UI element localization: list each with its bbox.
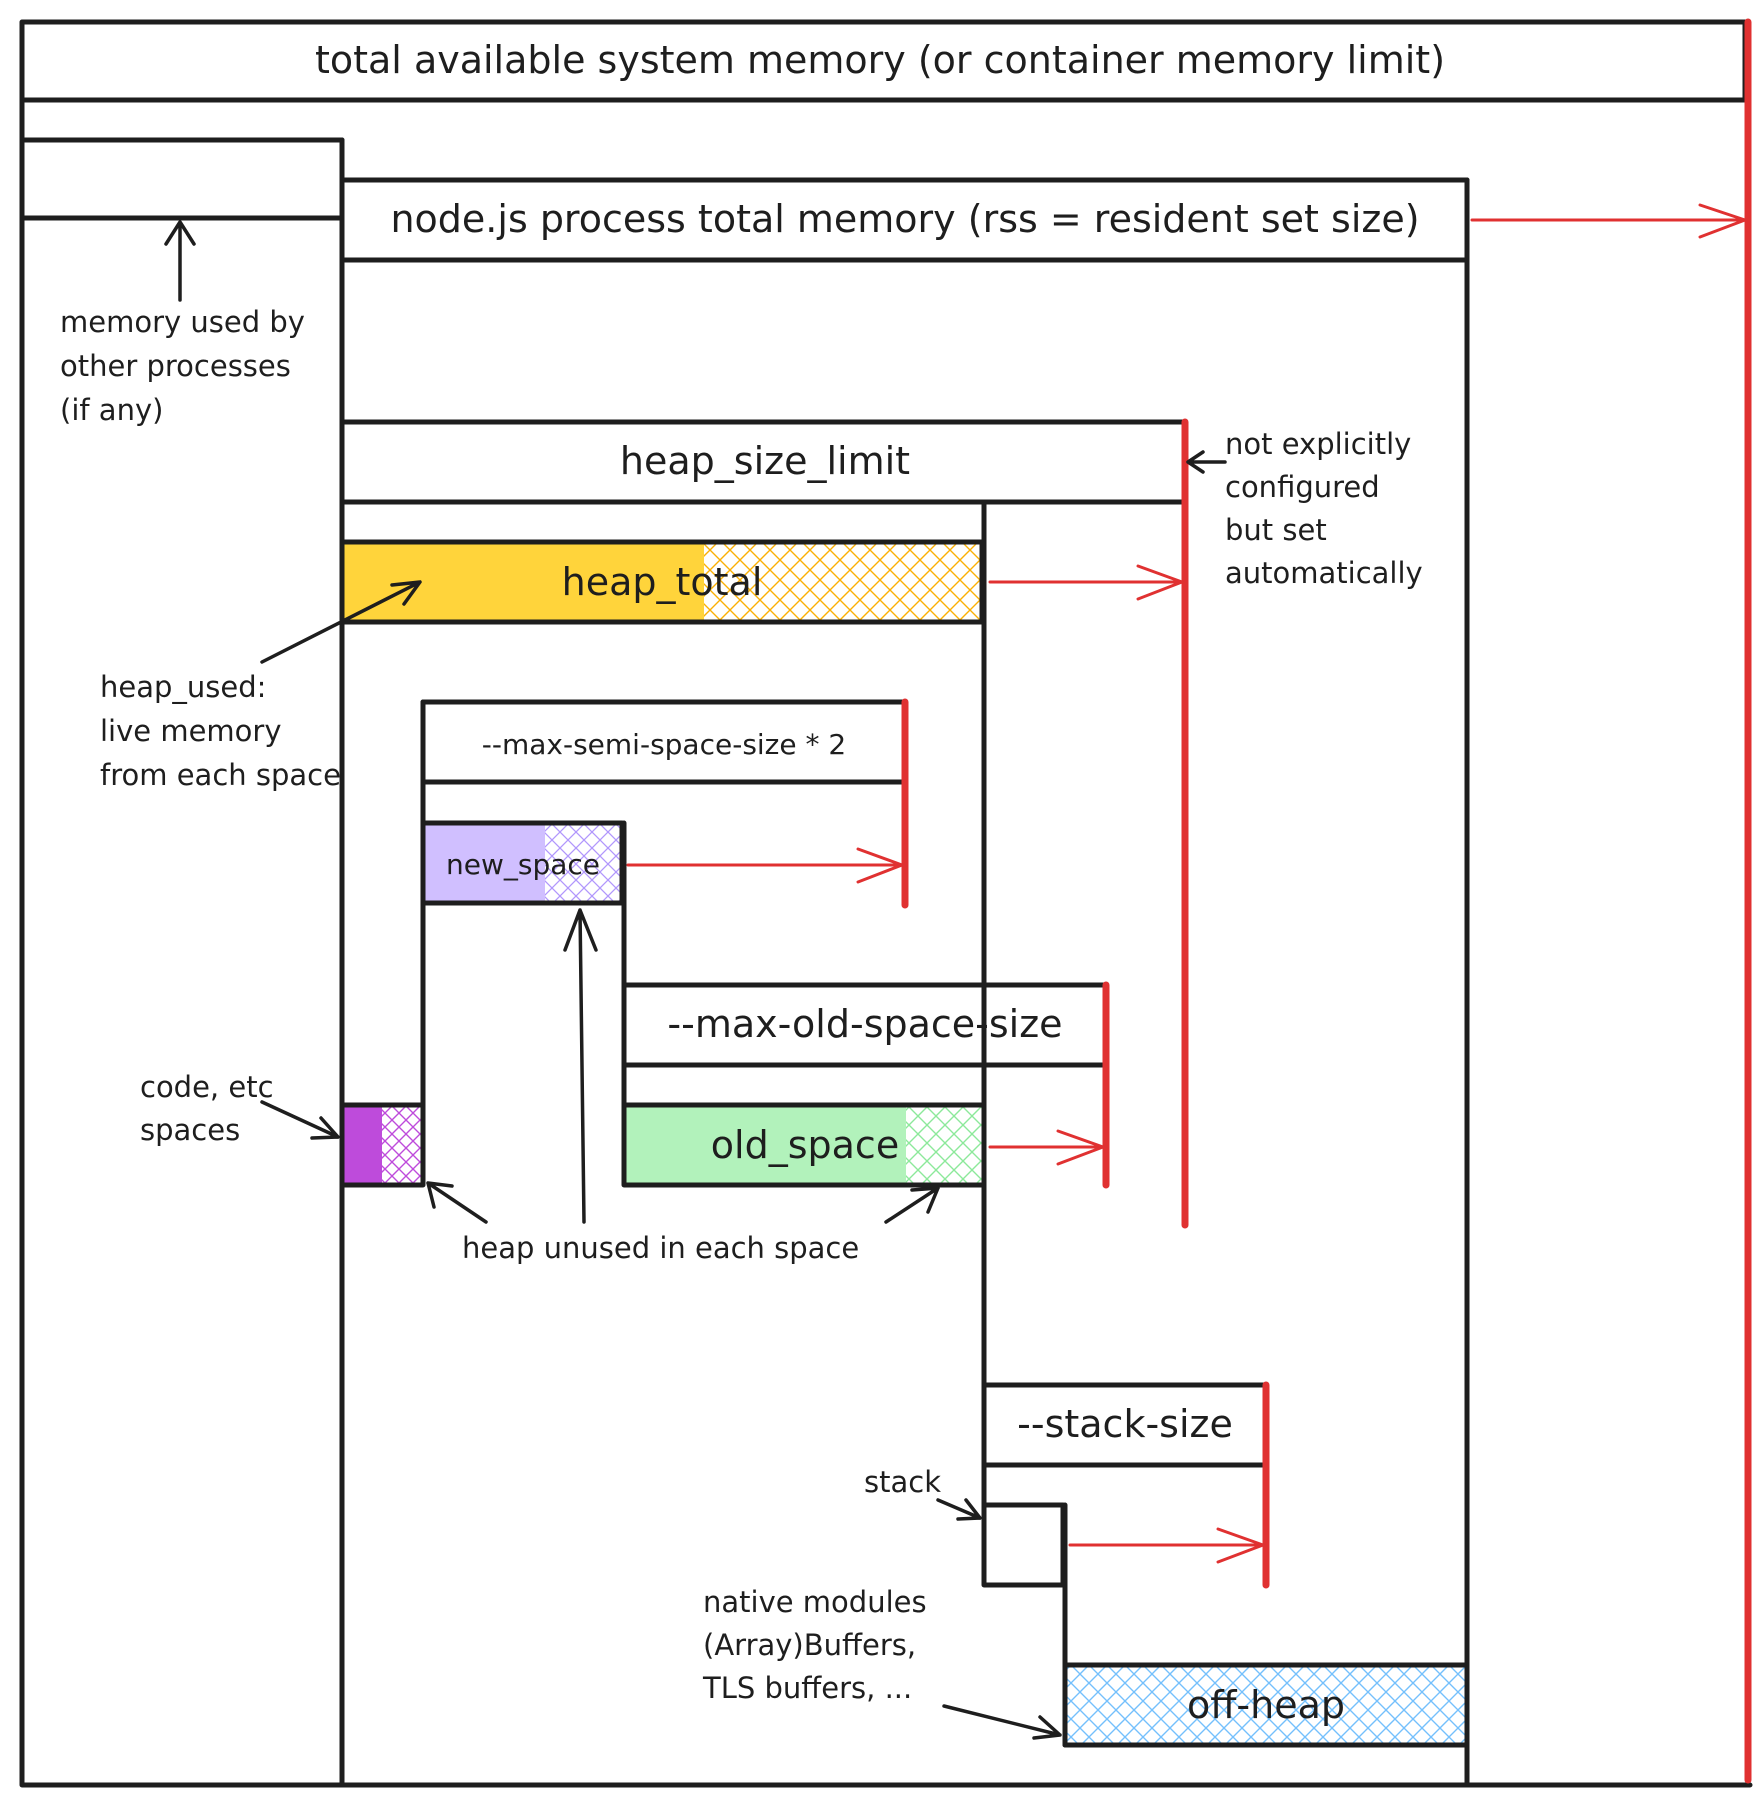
stack-box bbox=[981, 1502, 1066, 1588]
old-space-label: old_space bbox=[711, 1123, 899, 1167]
rss-to-limit-arrow bbox=[1470, 203, 1747, 239]
heap-unused-arrow-code bbox=[426, 1181, 488, 1224]
heap-limit-note: not explicitly configured but set automa… bbox=[1225, 427, 1423, 590]
old-space-unused-hatch bbox=[906, 1105, 984, 1185]
stack-arrow bbox=[936, 1498, 982, 1521]
other-processes-arrow bbox=[164, 220, 196, 302]
off-heap-hatch bbox=[1065, 1665, 1467, 1745]
heap-size-limit-label: heap_size_limit bbox=[620, 439, 910, 483]
heap-used-arrow bbox=[260, 580, 422, 664]
new-space-label: new_space bbox=[446, 848, 600, 881]
code-space-unused-hatch bbox=[382, 1105, 423, 1185]
heap-unused-hatch bbox=[704, 542, 982, 622]
new-space-used-fill bbox=[423, 823, 545, 903]
heap-total-to-limit-arrow bbox=[988, 564, 1184, 601]
new-space-to-limit-arrow bbox=[626, 847, 904, 884]
other-processes-note: memory used by other processes (if any) bbox=[60, 305, 314, 427]
old-space-to-limit-arrow bbox=[988, 1129, 1105, 1166]
code-spaces-arrow bbox=[260, 1100, 340, 1140]
native-modules-note: native modules (Array)Buffers, TLS buffe… bbox=[702, 1585, 936, 1705]
heap-unused-arrow-new bbox=[563, 908, 598, 1224]
code-space-used-fill bbox=[342, 1105, 382, 1185]
max-semi-space-label: --max-semi-space-size * 2 bbox=[482, 728, 846, 761]
stack-to-limit-arrow bbox=[1068, 1527, 1265, 1564]
max-old-space-label: --max-old-space-size bbox=[667, 1002, 1062, 1046]
heap-unused-arrow-old bbox=[884, 1186, 940, 1224]
off-heap-label: off-heap bbox=[1187, 1683, 1345, 1727]
off-heap-box bbox=[1062, 1662, 1470, 1748]
new-space-unused-hatch bbox=[545, 823, 622, 903]
native-modules-arrow bbox=[942, 1704, 1062, 1740]
code-space-box bbox=[339, 1102, 426, 1188]
stack-note: stack bbox=[864, 1465, 941, 1499]
heap-used-note: heap_used: live memory from each space bbox=[100, 670, 341, 792]
rss-label: node.js process total memory (rss = resi… bbox=[390, 197, 1419, 241]
code-spaces-note: code, etc spaces bbox=[140, 1070, 283, 1147]
old-space-used-fill bbox=[624, 1105, 906, 1185]
old-space-box bbox=[621, 1102, 987, 1188]
heap-total-label: heap_total bbox=[562, 560, 763, 604]
total-memory-label: total available system memory (or contai… bbox=[315, 38, 1445, 82]
other-processes-box bbox=[19, 137, 345, 221]
stack-size-label: --stack-size bbox=[1017, 1402, 1233, 1446]
heap-unused-note: heap unused in each space bbox=[462, 1231, 859, 1265]
outer-frame bbox=[19, 97, 1753, 1788]
heap-used-fill bbox=[342, 542, 704, 622]
heap-limit-note-arrow bbox=[1186, 450, 1227, 474]
